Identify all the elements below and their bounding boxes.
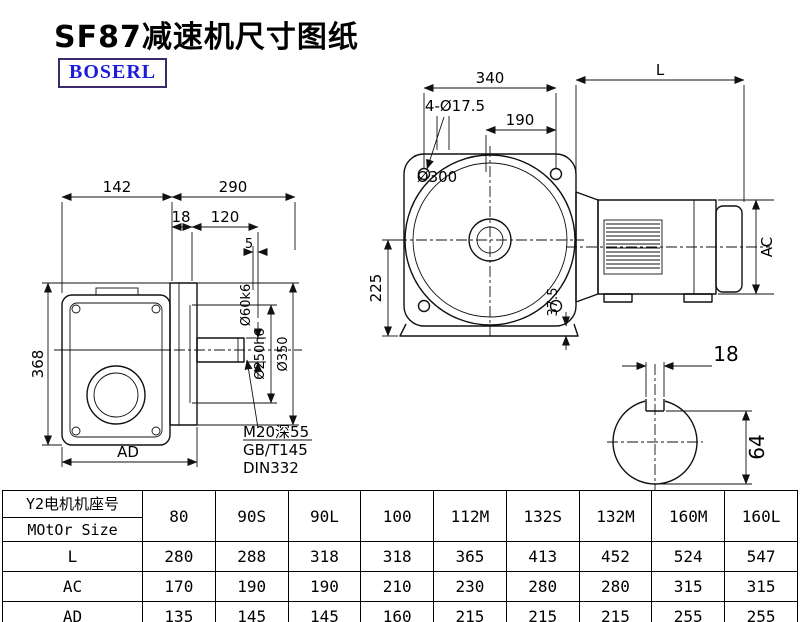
row-label: AD — [2, 601, 143, 622]
table-cell: 280 — [505, 571, 580, 602]
table-cell: 210 — [360, 571, 435, 602]
note-standard-din: DIN332 — [243, 459, 299, 477]
dim-190: 190 — [506, 111, 535, 129]
dim-flange-diameter: Ø350 — [276, 336, 291, 371]
table-cell: 452 — [578, 541, 653, 572]
table-cell: 170 — [142, 571, 216, 602]
motor-foot — [603, 293, 633, 303]
table-cell: 315 — [724, 571, 798, 602]
row-label: L — [2, 541, 143, 572]
table-cell: 255 — [651, 601, 726, 622]
dim-120: 120 — [211, 208, 240, 226]
table-header-col: 100 — [360, 490, 435, 542]
gearbox-base — [399, 323, 579, 337]
table-header-en: MOtOr Size — [27, 521, 118, 539]
table-cell: 255 — [724, 601, 798, 622]
fan-cover — [715, 205, 743, 293]
table-header-col: 90S — [214, 490, 289, 542]
table-header-cn: Y2电机机座号 — [3, 492, 142, 518]
front-view: 340 L 4-Ø17.5 190 Ø300 225 37.5 AC — [367, 61, 776, 350]
dim-340: 340 — [476, 69, 505, 87]
table-header-col: 132S — [505, 490, 580, 542]
dim-key-width: 18 — [713, 342, 738, 366]
note-tapped-hole: M20深55 — [243, 423, 309, 441]
row-label: AC — [2, 571, 143, 602]
dim-circle-diameter: Ø300 — [417, 168, 457, 186]
table-cell: 145 — [214, 601, 289, 622]
side-view-dimension-lines — [42, 193, 312, 467]
motor-fins — [603, 219, 663, 275]
table-header-row: Y2电机机座号 MOtOr Size 80 90S 90L 100 112M 1… — [2, 490, 798, 542]
dim-142: 142 — [103, 178, 132, 196]
bore-circle — [86, 365, 146, 425]
table-cell: 215 — [433, 601, 507, 622]
dimension-table: Y2电机机座号 MOtOr Size 80 90S 90L 100 112M 1… — [2, 490, 798, 622]
table-cell: 547 — [724, 541, 798, 572]
table-cell: 280 — [578, 571, 653, 602]
table-header-col: 160M — [651, 490, 726, 542]
dim-bolt-holes: 4-Ø17.5 — [425, 97, 485, 115]
gearbox-housing — [61, 287, 171, 446]
dim-L: L — [656, 61, 665, 79]
table-cell: 230 — [433, 571, 507, 602]
front-view-dimension-lines — [382, 76, 774, 350]
table-header-col: 132M — [578, 490, 653, 542]
output-flange — [169, 282, 198, 426]
table-cell: 318 — [360, 541, 435, 572]
table-header-col: 160L — [724, 490, 798, 542]
table-cell: 315 — [651, 571, 726, 602]
brand-logo: BOSERL — [58, 58, 168, 88]
dim-AD: AD — [117, 443, 139, 461]
dim-290: 290 — [219, 178, 248, 196]
table-header-motor-size: Y2电机机座号 MOtOr Size — [2, 490, 143, 542]
motor-foot — [683, 293, 713, 303]
table-cell: 288 — [214, 541, 289, 572]
dim-37-5: 37.5 — [546, 288, 561, 317]
dim-64: 64 — [745, 434, 769, 459]
bolt-holes — [417, 167, 563, 313]
table-row-AD: AD 135 145 145 160 215 215 215 255 255 — [2, 601, 798, 622]
dim-368: 368 — [29, 350, 47, 379]
table-cell: 318 — [287, 541, 362, 572]
table-cell: 413 — [505, 541, 580, 572]
dim-225: 225 — [367, 274, 385, 303]
table-cell: 190 — [214, 571, 289, 602]
table-row-AC: AC 170 190 190 210 230 280 280 315 315 — [2, 571, 798, 602]
dim-AC: AC — [758, 237, 776, 257]
table-cell: 160 — [360, 601, 435, 622]
table-cell: 215 — [578, 601, 653, 622]
side-view: 142 290 18 120 5 368 AD Ø60k6 Ø250h6 Ø35… — [29, 178, 312, 477]
table-cell: 280 — [142, 541, 216, 572]
table-header-col: 90L — [287, 490, 362, 542]
table-cell: 190 — [287, 571, 362, 602]
dim-5: 5 — [245, 237, 253, 252]
note-standard-gb: GB/T145 — [243, 441, 308, 459]
shaft-end-view: 18 64 — [607, 342, 769, 490]
motor — [566, 191, 770, 303]
table-header-col: 80 — [142, 490, 216, 542]
dim-shaft-diameter: Ø60k6 — [239, 284, 254, 327]
table-cell: 365 — [433, 541, 507, 572]
table-cell: 135 — [142, 601, 216, 622]
dim-18-side: 18 — [171, 208, 190, 226]
drawing-title: SF87减速机尺寸图纸 — [54, 20, 359, 55]
technical-drawing: 142 290 18 120 5 368 AD Ø60k6 Ø250h6 Ø35… — [29, 61, 776, 490]
table-row-L: L 280 288 318 318 365 413 452 524 547 — [2, 541, 798, 572]
shaft-end-dimension-lines — [622, 362, 752, 485]
table-cell: 215 — [505, 601, 580, 622]
table-cell: 145 — [287, 601, 362, 622]
dim-spigot-diameter: Ø250h6 — [253, 328, 268, 380]
table-cell: 524 — [651, 541, 726, 572]
table-header-col: 112M — [433, 490, 507, 542]
